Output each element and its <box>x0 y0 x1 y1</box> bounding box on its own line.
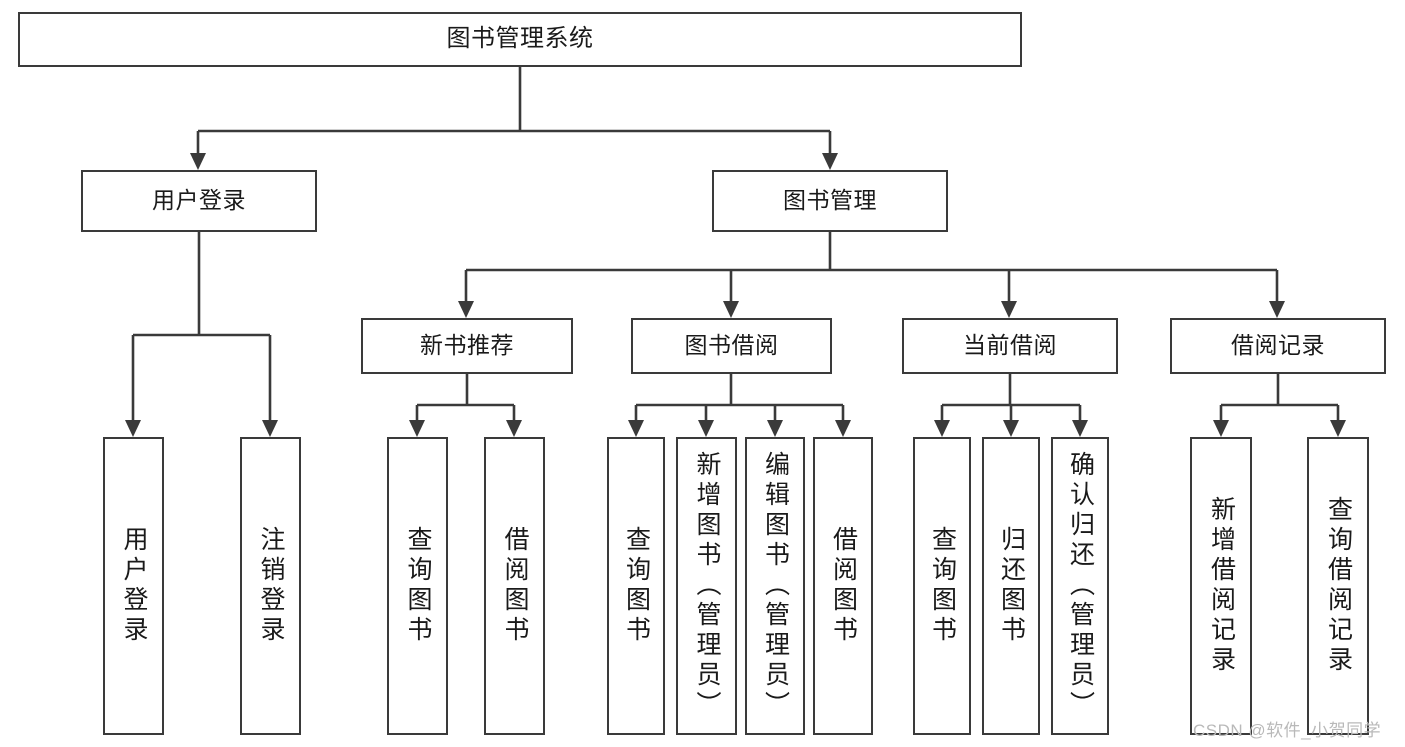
node-label: 查询图书 <box>622 526 651 646</box>
node-label: 确认归还（管理员） <box>1066 451 1095 721</box>
node-label: 新增图书（管理员） <box>693 451 721 721</box>
node-leaf-borrow-1[interactable]: 借阅图书 <box>484 437 545 735</box>
bus-book-borrow-arrow-2-head <box>767 420 783 437</box>
node-label: 归还图书 <box>997 526 1026 646</box>
bus-borrow-record-arrow-0-head <box>1213 420 1229 437</box>
bus-current-borrow-arrow-2-head <box>1072 420 1088 437</box>
node-new-book-rec[interactable]: 新书推荐 <box>361 318 573 374</box>
node-label: 编辑图书（管理员） <box>761 451 790 721</box>
node-leaf-user-login[interactable]: 用户登录 <box>103 437 164 735</box>
node-leaf-query-3[interactable]: 查询图书 <box>913 437 971 735</box>
node-leaf-add-book[interactable]: 新增图书（管理员） <box>676 437 737 735</box>
node-label: 新增借阅记录 <box>1207 496 1236 676</box>
node-label: 用户登录 <box>152 187 246 214</box>
node-label: 用户登录 <box>120 526 148 646</box>
watermark-label: CSDN @软件_小贺同学 <box>1193 721 1382 740</box>
node-book-borrow[interactable]: 图书借阅 <box>631 318 832 374</box>
node-label: 查询图书 <box>404 526 432 646</box>
node-leaf-query-rec[interactable]: 查询借阅记录 <box>1307 437 1369 735</box>
node-label: 当前借阅 <box>963 332 1057 359</box>
node-user-login[interactable]: 用户登录 <box>81 170 317 232</box>
node-root[interactable]: 图书管理系统 <box>18 12 1022 67</box>
node-label: 注销登录 <box>257 526 285 646</box>
bus-new-book-rec-arrow-0-head <box>409 420 425 437</box>
node-label: 借阅图书 <box>829 526 858 646</box>
node-leaf-edit-book[interactable]: 编辑图书（管理员） <box>745 437 805 735</box>
node-leaf-logout[interactable]: 注销登录 <box>240 437 301 735</box>
bus-book-manage-arrow-1-head <box>723 301 739 318</box>
bus-book-borrow-arrow-3-head <box>835 420 851 437</box>
bus-user-login-arrow-1-head <box>262 420 278 437</box>
bus-book-manage-arrow-2-head <box>1001 301 1017 318</box>
node-label: 图书管理 <box>783 187 877 214</box>
bus-book-manage-arrow-3-head <box>1269 301 1285 318</box>
node-leaf-confirm[interactable]: 确认归还（管理员） <box>1051 437 1109 735</box>
bus-root-arrow-0-head <box>190 153 206 170</box>
node-label: 图书管理系统 <box>446 25 594 53</box>
bus-borrow-record-arrow-1-head <box>1330 420 1346 437</box>
node-label: 图书借阅 <box>684 332 779 359</box>
bus-user-login-arrow-0-head <box>125 420 141 437</box>
bus-root-arrow-1-head <box>822 153 838 170</box>
node-label: 查询图书 <box>928 526 957 646</box>
node-leaf-borrow-2[interactable]: 借阅图书 <box>813 437 873 735</box>
bus-book-borrow-arrow-1-head <box>698 420 714 437</box>
bus-new-book-rec-arrow-1-head <box>506 420 522 437</box>
node-current-borrow[interactable]: 当前借阅 <box>902 318 1118 374</box>
node-label: 新书推荐 <box>420 332 514 359</box>
bus-current-borrow-arrow-0-head <box>934 420 950 437</box>
node-label: 借阅图书 <box>501 526 529 646</box>
node-leaf-query-1[interactable]: 查询图书 <box>387 437 448 735</box>
bus-book-borrow-arrow-0-head <box>628 420 644 437</box>
bus-book-manage-arrow-0-head <box>458 301 474 318</box>
node-borrow-record[interactable]: 借阅记录 <box>1170 318 1386 374</box>
node-label: 查询借阅记录 <box>1324 496 1353 676</box>
node-leaf-add-rec[interactable]: 新增借阅记录 <box>1190 437 1252 735</box>
node-leaf-return[interactable]: 归还图书 <box>982 437 1040 735</box>
bus-current-borrow-arrow-1-head <box>1003 420 1019 437</box>
node-book-manage[interactable]: 图书管理 <box>712 170 948 232</box>
node-leaf-query-2[interactable]: 查询图书 <box>607 437 665 735</box>
node-label: 借阅记录 <box>1231 332 1325 359</box>
